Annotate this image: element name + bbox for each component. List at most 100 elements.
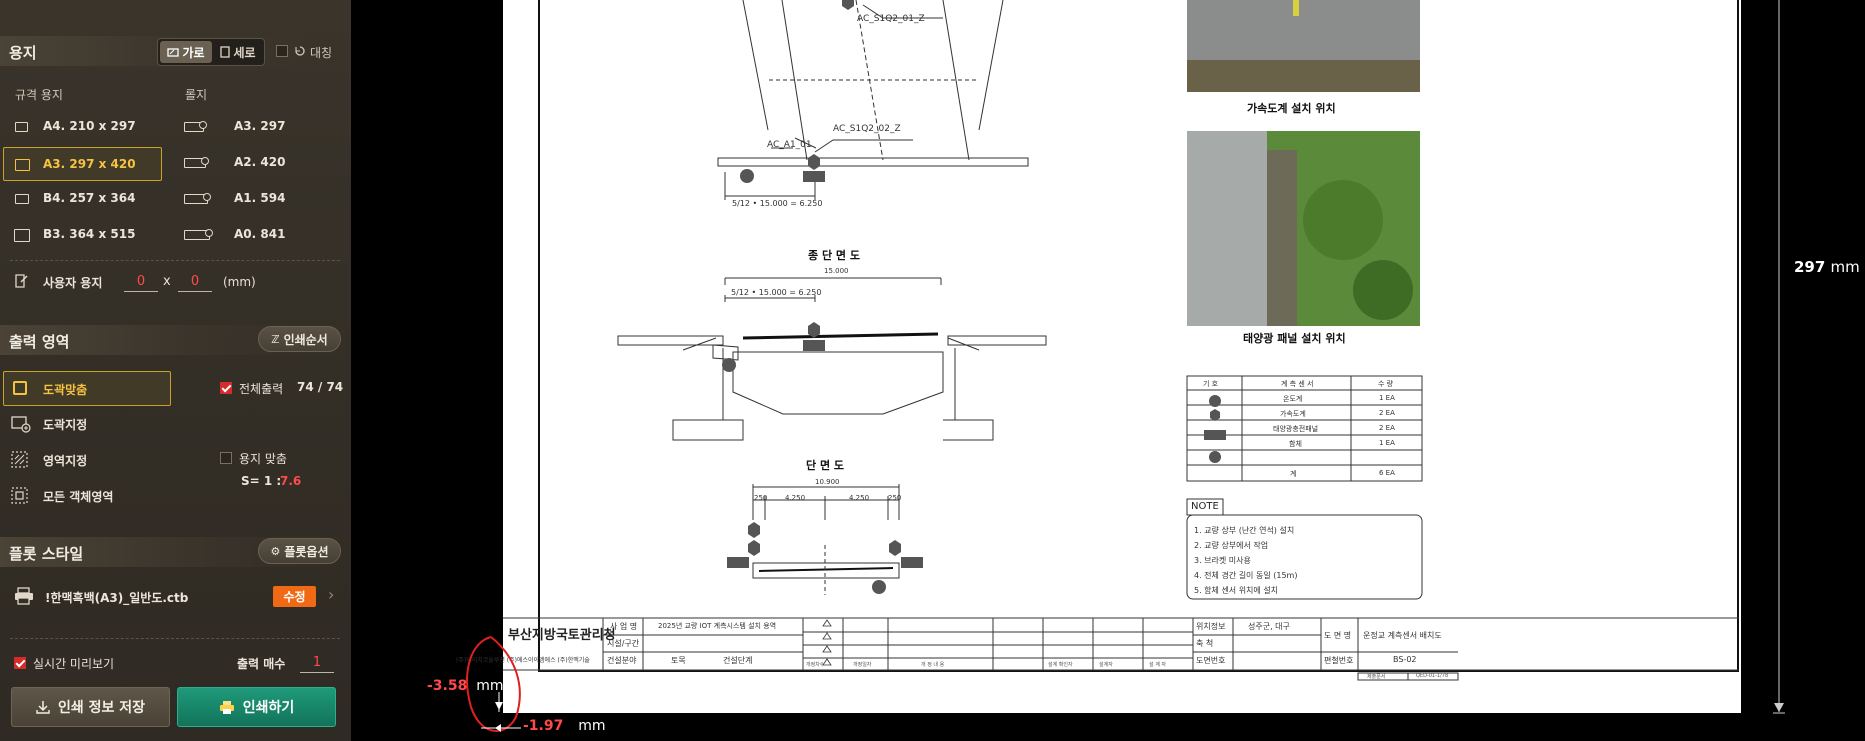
roll-item-a1[interactable]: A1. 594 xyxy=(180,186,340,214)
full-output-checkbox[interactable] xyxy=(220,382,232,394)
save-print-info-button[interactable]: 인쇄 정보 저장 xyxy=(11,687,170,727)
portrait-icon xyxy=(220,46,231,58)
paper-section-title: 용지 xyxy=(9,44,37,62)
paper-item-b3[interactable]: B3. 364 x 515 xyxy=(0,222,175,250)
rev-header: 개 정 내 용 xyxy=(921,662,945,668)
sensor-table-cell: 함체 xyxy=(1289,440,1302,448)
paper-item-b4[interactable]: B4. 257 x 364 xyxy=(0,186,175,214)
paper-item-a4[interactable]: A4. 210 x 297 xyxy=(0,114,175,142)
paper-item-a3[interactable]: A3. 297 x 420 xyxy=(3,147,162,181)
rev-header: 설 계 자 xyxy=(1149,662,1166,668)
output-section-title: 출력 영역 xyxy=(9,333,70,351)
location-label: 위치정보 xyxy=(1196,622,1226,631)
print-settings-panel: 용지 가로 세로 대칭 규격 용지 롤지 A4. 210 x 297 A3. 2… xyxy=(0,0,351,741)
note-title: NOTE xyxy=(1191,501,1219,512)
roll-paper-icon xyxy=(184,157,209,168)
fit-paper-label: 용지 맞춤 xyxy=(239,452,287,466)
sensor-table-header: 기 호 xyxy=(1203,380,1219,388)
dimension-label: 4.250 xyxy=(849,494,870,502)
drawing-no-label: 도면번호 xyxy=(1196,656,1226,665)
print-button-label: 인쇄하기 xyxy=(242,700,295,716)
roll-item-label: A1. 594 xyxy=(234,191,286,205)
output-mode-fit-frame[interactable]: 도곽맞춤 xyxy=(3,371,171,406)
custom-unit-label: (mm) xyxy=(223,275,256,289)
field-value: 토목 xyxy=(671,656,686,665)
area-select-icon xyxy=(11,451,28,468)
ctb-file-name: !한맥흑백(A3)_일반도.ctb xyxy=(45,591,189,605)
project-value: 2025년 교량 IOT 계측시스템 설치 용역 xyxy=(658,622,777,630)
scale-label: 축 척 xyxy=(1196,639,1214,648)
symmetric-checkbox[interactable] xyxy=(276,45,288,57)
location-value: 성주군, 대구 xyxy=(1248,622,1290,631)
paper-item-label: B3. 364 x 515 xyxy=(43,227,136,241)
dimension-label: 250 xyxy=(754,494,768,502)
custom-height-input[interactable]: 0 xyxy=(178,274,212,292)
orientation-portrait-button[interactable]: 세로 xyxy=(212,41,264,63)
copies-label: 출력 매수 xyxy=(237,657,286,671)
paper-item-label: A3. 297 x 420 xyxy=(43,157,136,171)
sensor-table-cell: 1 EA xyxy=(1379,394,1395,402)
fit-frame-icon xyxy=(13,381,27,395)
custom-width-input[interactable]: 0 xyxy=(124,274,158,292)
sensor-table-cell: 1 EA xyxy=(1379,439,1395,447)
roll-item-a3[interactable]: A3. 297 xyxy=(180,114,340,142)
print-order-icon: ℤ xyxy=(271,332,280,346)
roll-item-label: A3. 297 xyxy=(234,119,286,133)
photo-caption-accelerometer: 가속도계 설치 위치 xyxy=(1247,102,1336,115)
output-mode-all-objects[interactable]: 모든 객체영역 xyxy=(0,481,175,511)
label-ac-s1q2-02-z: AC_S1Q2_02_Z xyxy=(833,124,901,134)
rev-header: 개정일자 xyxy=(853,662,872,668)
stage-value: 건설단계 xyxy=(723,656,753,665)
note-item: 3. 브라켓 미사용 xyxy=(1194,556,1251,565)
note-item: 4. 전체 경간 길이 동일 (15m) xyxy=(1194,571,1298,580)
project-label: 사 업 명 xyxy=(610,622,638,631)
drawing-canvas xyxy=(503,0,1739,681)
paper-b3-icon xyxy=(14,229,30,242)
roll-item-a0[interactable]: A0. 841 xyxy=(180,222,340,250)
printer-icon xyxy=(219,700,234,714)
cross-section-title: 단 면 도 xyxy=(806,459,845,472)
edit-no-label: 편철번호 xyxy=(1324,656,1354,665)
rev-header: 설계자 xyxy=(1099,662,1113,668)
roll-item-a2[interactable]: A2. 420 xyxy=(180,150,340,178)
offset-x-number: -1.97 xyxy=(523,718,564,734)
output-mode-frame-select[interactable]: 도곽지정 xyxy=(0,409,175,439)
label-ac-a1-01: AC_A1_01 xyxy=(767,140,812,150)
custom-paper-label: 사용자 용지 xyxy=(43,276,103,290)
print-button[interactable]: 인쇄하기 xyxy=(177,687,336,727)
plot-style-section-title: 플롯 스타일 xyxy=(9,545,84,563)
chevron-right-icon[interactable]: › xyxy=(328,585,335,604)
sensor-table-total: 6 EA xyxy=(1379,469,1395,477)
orientation-portrait-label: 세로 xyxy=(233,45,256,60)
roll-paper-header: 롤지 xyxy=(185,88,208,102)
copies-input[interactable]: 1 xyxy=(300,655,334,673)
plot-options-button[interactable]: ⚙ 플롯옵션 xyxy=(258,538,341,564)
note-item: 2. 교량 상부에서 작업 xyxy=(1194,541,1269,550)
mirror-icon xyxy=(295,46,305,56)
divider xyxy=(10,638,340,639)
dimension-label: 5/12 • 15.000 = 6.250 xyxy=(732,199,823,208)
dimension-label: 4.250 xyxy=(785,494,806,502)
output-mode-area-select[interactable]: 영역지정 xyxy=(0,445,175,475)
offset-indicator[interactable] xyxy=(461,632,541,741)
sensor-table-cell: 태양광충전패널 xyxy=(1273,425,1319,433)
paper-item-label: B4. 257 x 364 xyxy=(43,191,136,205)
print-order-button[interactable]: ℤ 인쇄순서 xyxy=(258,326,341,352)
print-preview-area[interactable]: AC_S1Q2_01_Z AC_A1_01 AC_S1Q2_02_Z 5/12 … xyxy=(351,0,1865,741)
footer-left: 제출문서 xyxy=(1367,674,1386,680)
orientation-toggle[interactable]: 가로 세로 xyxy=(157,38,265,66)
output-mode-label: 모든 객체영역 xyxy=(43,490,114,504)
height-value: 297 xyxy=(1794,258,1826,276)
live-preview-checkbox[interactable] xyxy=(14,657,26,669)
offset-x-value: -1.97 mm xyxy=(523,718,606,734)
frame-select-icon xyxy=(11,416,31,433)
facility-label: 시설/구간 xyxy=(607,639,640,648)
edit-ctb-button[interactable]: 수정 xyxy=(273,586,316,607)
offset-y-value: -3.58 mm xyxy=(427,678,504,694)
construction-label: 건설분야 xyxy=(607,656,637,665)
orientation-landscape-button[interactable]: 가로 xyxy=(160,41,212,63)
rev-header: 개정차수 xyxy=(806,662,825,668)
sensor-table-header: 계 측 센 서 xyxy=(1281,380,1314,388)
fit-paper-checkbox[interactable] xyxy=(220,452,232,464)
symmetric-label: 대칭 xyxy=(310,46,333,60)
